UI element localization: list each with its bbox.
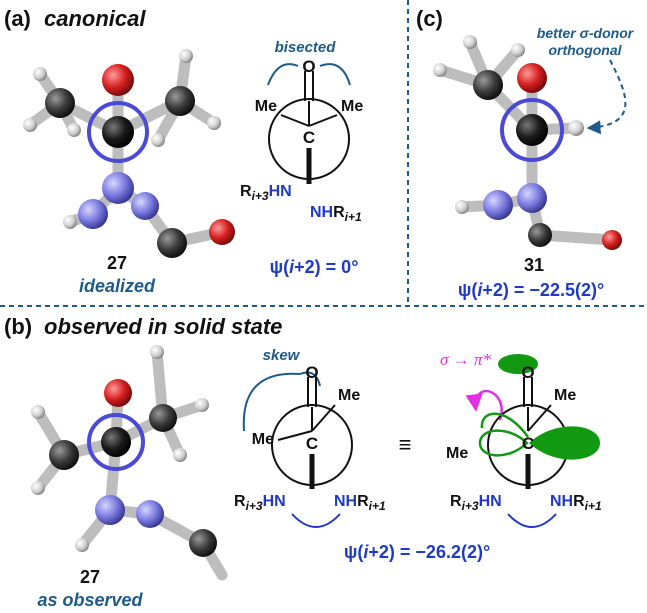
panel-a-compound-caption: idealized [79, 276, 156, 296]
panel-b-me-left: Me [252, 431, 274, 448]
panel-c-note-line2: orthogonal [548, 42, 622, 58]
panel-a-hn-group: Ri+3HN [240, 183, 292, 203]
panel-b-orbital-atom-o: O [521, 363, 534, 382]
panel-b-newman: skew O C Me Me Ri+3HN NHRi+1 [234, 347, 386, 528]
panel-c-molecule-model [433, 35, 622, 250]
panel-c-note-arrow [586, 59, 627, 135]
panel-b-nh-group: NHRi+1 [334, 493, 386, 513]
panel-a-atom-c: C [303, 128, 315, 147]
panel-b-title: observed in solid state [44, 314, 282, 339]
panel-b-equiv-sign: ≡ [399, 432, 412, 457]
panel-a-newman: bisected O C Me Me Ri+3HN NHRi+1 ψ(i+2) … [240, 39, 363, 277]
panel-b-orbital-me-left: Me [446, 445, 468, 462]
panel-a-letter: (a) [4, 6, 31, 31]
panel-b-sigma-arrow [465, 389, 503, 421]
panel-b-atom-c: C [306, 434, 318, 453]
panel-b-sigma-label: σ → π* [440, 350, 491, 369]
panel-c-note-line1: better σ-donor [537, 25, 635, 41]
panel-b-hbond-arc [291, 513, 341, 528]
panel-b-orbital-hbond-arc [507, 513, 557, 528]
panel-b-letter: (b) [4, 314, 32, 339]
panel-b-psi: ψ(i+2) = −26.2(2)° [344, 542, 490, 562]
panel-a-title: canonical [44, 6, 146, 31]
panel-b-orbital-atom-c: C [522, 434, 534, 453]
panel-a-me-left: Me [255, 98, 277, 115]
panel-a-compound-number: 27 [107, 253, 127, 273]
panel-a-atom-o: O [302, 57, 315, 76]
panel-b-compound-caption: as observed [37, 590, 143, 610]
panel-b-orbital-newman: σ → π* O C Me Me Ri+3HN NHRi+1 [440, 350, 602, 528]
panel-b-compound-number: 27 [80, 567, 100, 587]
panel-c-psi: ψ(i+2) = −22.5(2)° [458, 280, 604, 300]
panel-a-molecule-model [23, 49, 235, 258]
panel-b-orbital-nh-group: NHRi+1 [550, 493, 602, 513]
panel-c-letter: (c) [416, 6, 443, 31]
panel-b-arc-label: skew [263, 347, 301, 364]
panel-b-hn-group: Ri+3HN [234, 493, 286, 513]
panel-b-orbital-me-right: Me [554, 387, 576, 404]
panel-b-me-right: Me [338, 387, 360, 404]
panel-a-psi: ψ(i+2) = 0° [270, 257, 359, 277]
panel-a-arc-label: bisected [275, 39, 337, 56]
panel-a-me-right: Me [341, 98, 363, 115]
panel-c-compound-number: 31 [524, 255, 544, 275]
panel-b-atom-o: O [305, 363, 318, 382]
panel-a-nh-group: NHRi+1 [310, 204, 362, 224]
panel-b-orbital-hn-group: Ri+3HN [450, 493, 502, 513]
panel-b-molecule-model [31, 345, 228, 581]
